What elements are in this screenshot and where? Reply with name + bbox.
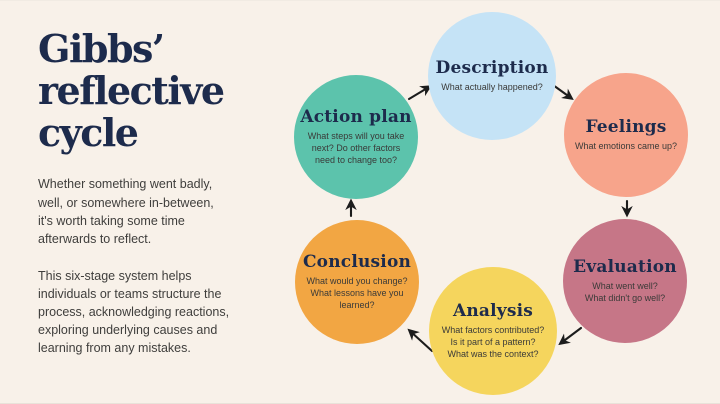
stage-label: Action plan bbox=[300, 107, 412, 128]
stage-description: Description What actually happened? bbox=[428, 12, 556, 140]
arrow-action-plan-to-description bbox=[407, 85, 432, 101]
stage-question: What would you change? What lessons have… bbox=[306, 276, 408, 310]
page-title: Gibbs’ reflective cycle bbox=[38, 26, 225, 155]
arrow-evaluation-to-analysis bbox=[558, 326, 583, 346]
stage-feelings: Feelings What emotions came up? bbox=[564, 73, 688, 197]
stage-question: What factors contributed? Is it part of … bbox=[441, 325, 545, 359]
stage-analysis: Analysis What factors contributed? Is it… bbox=[429, 267, 557, 395]
intro-panel: Gibbs’ reflective cycle Whether somethin… bbox=[38, 28, 278, 377]
stage-question: What actually happened? bbox=[441, 82, 543, 93]
stage-evaluation: Evaluation What went well? What didn't g… bbox=[563, 219, 687, 343]
stage-label: Analysis bbox=[452, 301, 534, 322]
stage-question: What went well? What didn't go well? bbox=[584, 281, 666, 303]
arrow-description-to-feelings bbox=[551, 83, 574, 101]
stage-label: Conclusion bbox=[302, 252, 412, 273]
stage-conclusion: Conclusion What would you change? What l… bbox=[295, 220, 419, 344]
stage-label: Description bbox=[435, 58, 549, 79]
stage-question: What emotions came up? bbox=[574, 141, 678, 152]
intro-paragraph-2: This six-stage system helps individuals … bbox=[38, 268, 230, 356]
stage-action-plan: Action plan What steps will you take nex… bbox=[294, 75, 418, 199]
stage-label: Evaluation bbox=[573, 257, 677, 278]
intro-paragraph-1: Whether something went badly, well, or s… bbox=[38, 177, 214, 246]
stage-question: What steps will you take next? Do other … bbox=[307, 131, 405, 165]
stage-label: Feelings bbox=[585, 117, 667, 138]
